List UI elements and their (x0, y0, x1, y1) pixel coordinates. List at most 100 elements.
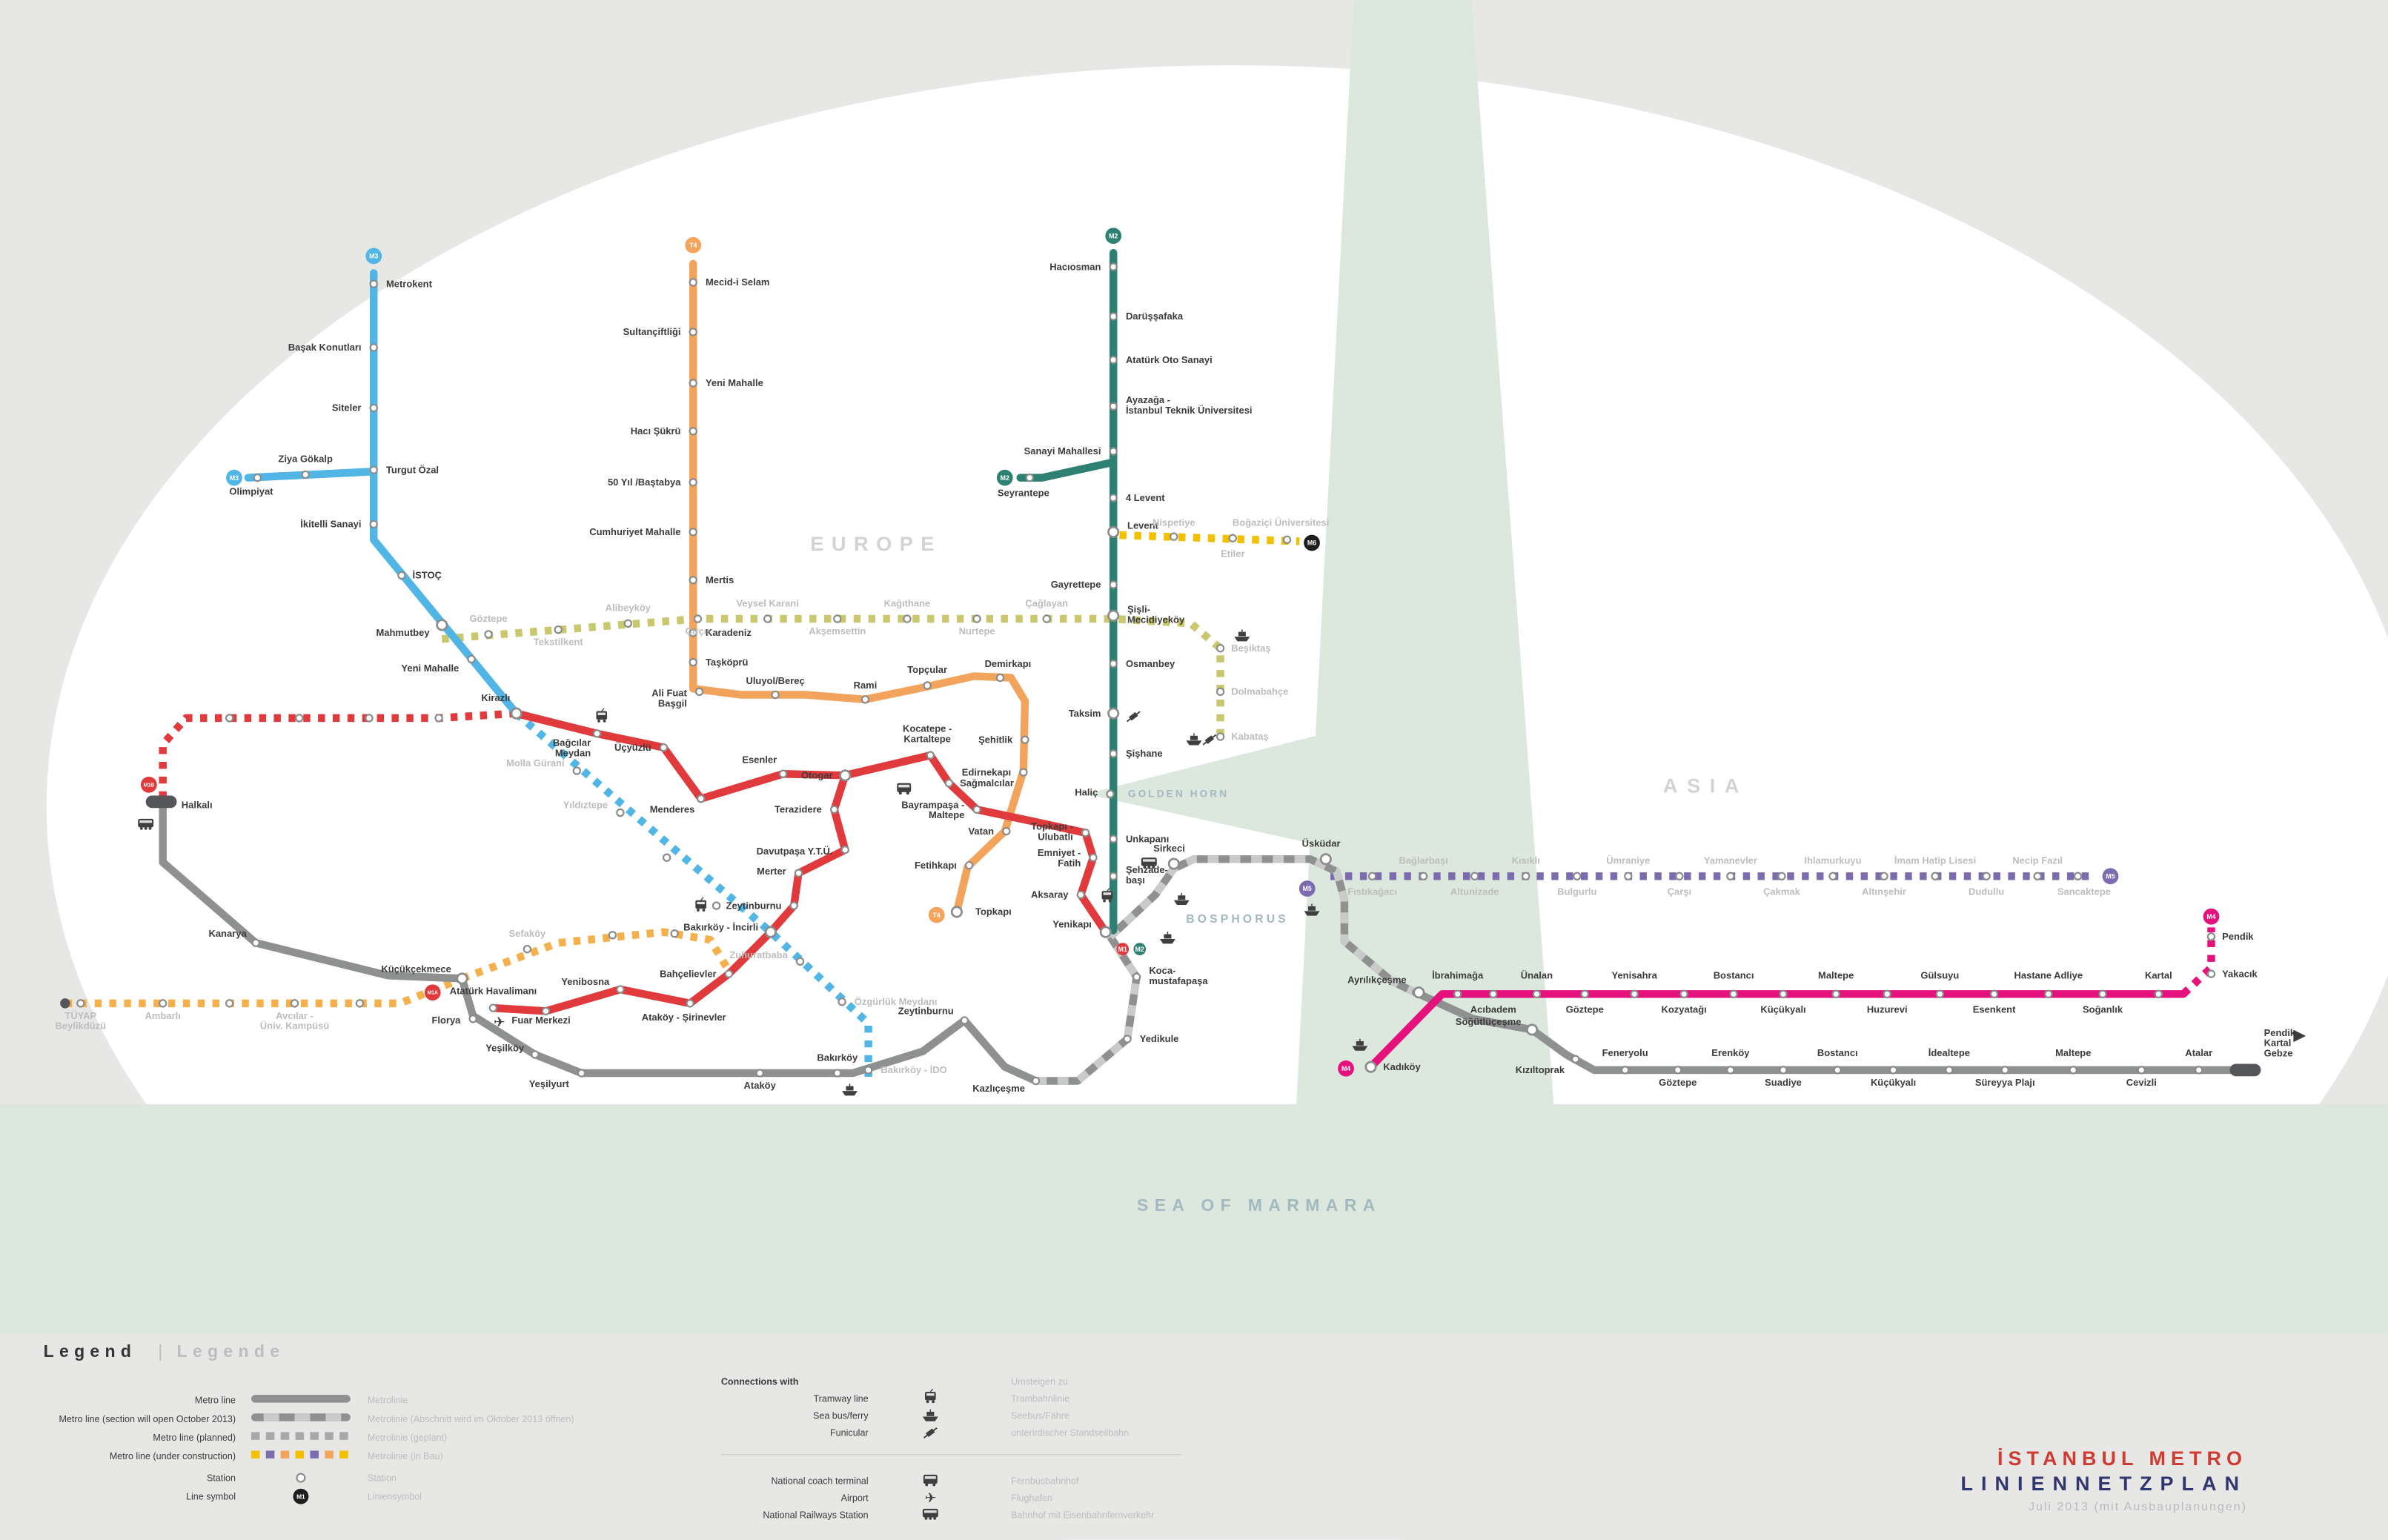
bottom-strip (0, 1333, 2388, 1540)
station-dot (1109, 355, 1118, 365)
metro-line-M1-planned (159, 709, 517, 802)
coach-icon (897, 783, 912, 795)
station-label: İdealtepe (1928, 1047, 1970, 1058)
station-label: Yenikapı (1052, 918, 1092, 929)
ferry-icon (1173, 892, 1190, 906)
station-dot (1419, 872, 1428, 881)
station-label: Davutpaşa Y.T.Ü. (757, 846, 833, 857)
station-dot (1109, 749, 1118, 758)
station-label: Osmanbey (1126, 658, 1175, 669)
station-dot (397, 571, 406, 580)
station-dot (1319, 853, 1332, 866)
svg-text:M1: M1 (296, 1493, 305, 1500)
legend-connection-en: Airport (841, 1493, 869, 1503)
station-label: Emniyet -Fatih (1038, 847, 1081, 869)
station-label: Zuhuratbaba (729, 949, 788, 960)
station-dot (510, 707, 523, 720)
station-dot (1025, 473, 1034, 482)
station-label: İbrahimağa (1432, 969, 1484, 980)
station-label: Siteler (332, 402, 362, 414)
station-label: Ihlamurkuyu (1804, 855, 1861, 866)
station-label: Süreyya Plajı (1975, 1077, 2035, 1088)
tram-icon (1101, 888, 1113, 903)
line-badge-M5 (2102, 868, 2119, 885)
metro-line-M1-branch (512, 709, 849, 803)
station-label: İSTOÇ (413, 570, 442, 581)
station-label: 4 Levent (1126, 492, 1165, 503)
station-label: Yamanevler (1704, 855, 1757, 866)
golden-horn-water (1085, 726, 1356, 853)
station-dot (689, 328, 697, 336)
station-label: Atatürk Havalimanı (450, 985, 537, 996)
legend-swatch-planned (325, 1432, 334, 1440)
station-label: Yeni Mahalle (706, 377, 763, 388)
station-label: Maltepe (2055, 1047, 2091, 1058)
line-badge-label: M3 (369, 253, 378, 260)
station-label: Bostancı (1714, 969, 1754, 980)
legend-swatch-construction (265, 1450, 275, 1458)
legend-label-en: Metro line (195, 1395, 236, 1406)
station-dot (972, 805, 981, 814)
legend-label-de: Metrolinie (Abschnitt wird im Oktober 20… (368, 1414, 574, 1424)
station-label: Sanayi Mahallesi (1024, 445, 1101, 457)
legend-swatch-symbol (293, 1488, 309, 1504)
station-label: Şehitlik (978, 734, 1013, 745)
funicular-icon (923, 1427, 938, 1438)
station-label: Cumhuriyet Mahalle (589, 526, 680, 537)
funicular-icon (1127, 711, 1141, 723)
legend-row: Metro line (planned)Metrolinie (geplant) (153, 1432, 447, 1443)
station-dot (484, 630, 493, 639)
station-dot (1674, 1066, 1682, 1075)
region-label: EUROPE (810, 532, 942, 555)
station-dot (1106, 789, 1115, 799)
legend-label-en: Metro line (under construction) (110, 1451, 236, 1461)
station-dot (2195, 1066, 2203, 1075)
legend-swatch-planned (339, 1432, 348, 1440)
tram-icon (596, 708, 608, 723)
station-dot (369, 403, 378, 413)
station-label: Atalar (2185, 1047, 2212, 1058)
station-dot (696, 794, 706, 803)
station-label: Pendik (2222, 931, 2254, 942)
legend-swatch-planned (280, 1432, 290, 1440)
station-label: Yedikule (1140, 1033, 1179, 1044)
line-badge-label: M2 (1109, 232, 1118, 239)
station-dot (755, 1069, 764, 1078)
station-dot (1215, 687, 1225, 697)
line-badge-label: M3 (230, 474, 239, 482)
legend-swatch-planned (265, 1432, 275, 1440)
station-label: Küçükyalı (1760, 1003, 1805, 1015)
station-dot (1675, 872, 1684, 881)
station-label: Menderes (650, 804, 695, 815)
station-dot (662, 853, 671, 862)
title-line-2: LINIENNETZPLAN (1960, 1472, 2247, 1495)
station-label: Ataköy (744, 1080, 777, 1091)
station-label: Kocatepe -Kartaltepe (903, 723, 952, 745)
station-dot (1532, 989, 1542, 999)
station-label: Sancaktepe (2057, 886, 2111, 897)
legend-swatch-construction (295, 1450, 305, 1458)
tram-icon (925, 1388, 936, 1404)
station-label: Nispetiye (1152, 517, 1195, 528)
station-label: Çarşı (1668, 886, 1691, 897)
station-dot (944, 779, 954, 788)
station-label: Suadiye (1765, 1077, 1802, 1088)
station-label: Etiler (1221, 548, 1244, 559)
station-dot (1367, 872, 1377, 881)
station-dot (838, 998, 846, 1006)
station-label: Kabataş (1231, 731, 1268, 742)
station-label: Bakırköy - İncirli (683, 922, 758, 933)
station-label: Dolmabahçe (1231, 686, 1288, 697)
ferry-icon (1159, 932, 1175, 944)
station-dot (355, 999, 365, 1008)
legend-swatch-station (296, 1473, 306, 1483)
station-dot (689, 628, 697, 637)
station-dot (926, 751, 935, 760)
station-dot (795, 957, 805, 966)
station-label: Gayrettepe (1051, 579, 1101, 590)
station-dot (251, 938, 260, 947)
